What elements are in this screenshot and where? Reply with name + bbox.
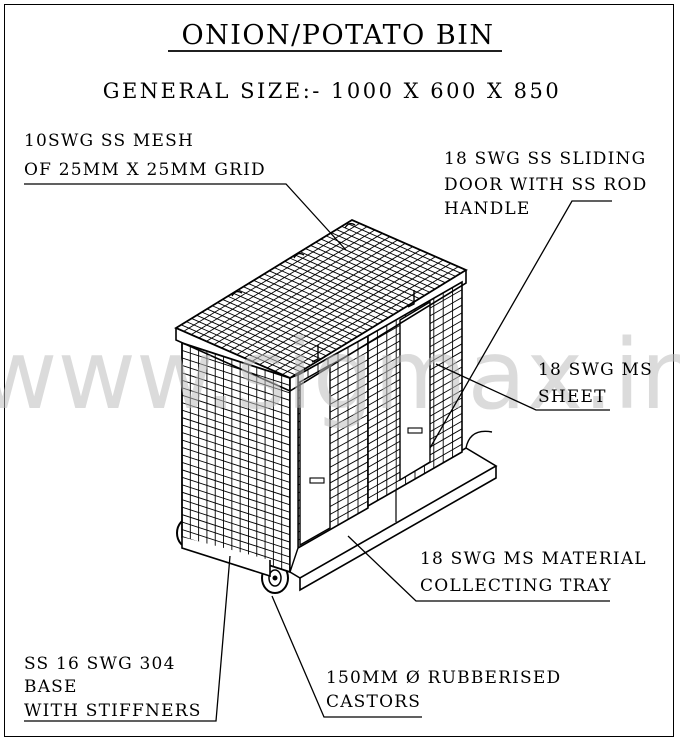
leader-door: [429, 200, 612, 449]
label-base: SS 16 SWG 304 BASE WITH STIFFNERS: [24, 654, 202, 721]
page-title: ONION/POTATO BIN: [182, 20, 495, 51]
label-sheet-line2: SHEET: [538, 387, 607, 407]
label-tray-line1: 18 SWG MS MATERIAL: [420, 549, 647, 569]
label-mesh: 10SWG SS MESH OF 25MM X 25MM GRID: [24, 131, 266, 180]
label-mesh-line1: 10SWG SS MESH: [24, 131, 194, 151]
watermark: www.sigmax.in: [0, 319, 680, 431]
label-castors-line2: CASTORS: [326, 692, 421, 712]
label-castors-line1: 150MM Ø RUBBERISED: [326, 668, 561, 688]
base-with-stiffners: [181, 537, 271, 578]
label-door-line3: HANDLE: [444, 199, 531, 219]
label-sheet-line1: 18 SWG MS: [538, 360, 653, 380]
label-tray: 18 SWG MS MATERIAL COLLECTING TRAY: [420, 549, 647, 596]
drawing-border: [4, 4, 674, 737]
label-base-line1: SS 16 SWG 304: [24, 654, 176, 674]
leader-tray: [347, 535, 610, 602]
ms-sheet-post: [289, 373, 299, 573]
label-base-line2: BASE: [24, 677, 78, 697]
leader-castors: [271, 595, 422, 718]
sliding-door-right: [399, 300, 431, 482]
leader-mesh: [24, 183, 347, 251]
label-base-line3: WITH STIFFNERS: [24, 701, 202, 721]
label-door-line1: 18 SWG SS SLIDING: [444, 149, 646, 169]
leader-sheet: [435, 363, 610, 411]
label-door-line2: DOOR WITH SS ROD: [444, 175, 647, 195]
label-sheet: 18 SWG MS SHEET: [538, 360, 653, 407]
leader-base: [24, 555, 231, 722]
label-castors: 150MM Ø RUBBERISED CASTORS: [326, 668, 561, 712]
label-mesh-line2: OF 25MM X 25MM GRID: [24, 160, 266, 180]
bin-illustration: [174, 218, 498, 594]
label-door: 18 SWG SS SLIDING DOOR WITH SS ROD HANDL…: [444, 149, 647, 219]
sliding-door-left: [299, 363, 331, 547]
general-size: GENERAL SIZE:- 1000 X 600 X 850: [103, 79, 562, 103]
label-tray-line2: COLLECTING TRAY: [420, 576, 612, 596]
